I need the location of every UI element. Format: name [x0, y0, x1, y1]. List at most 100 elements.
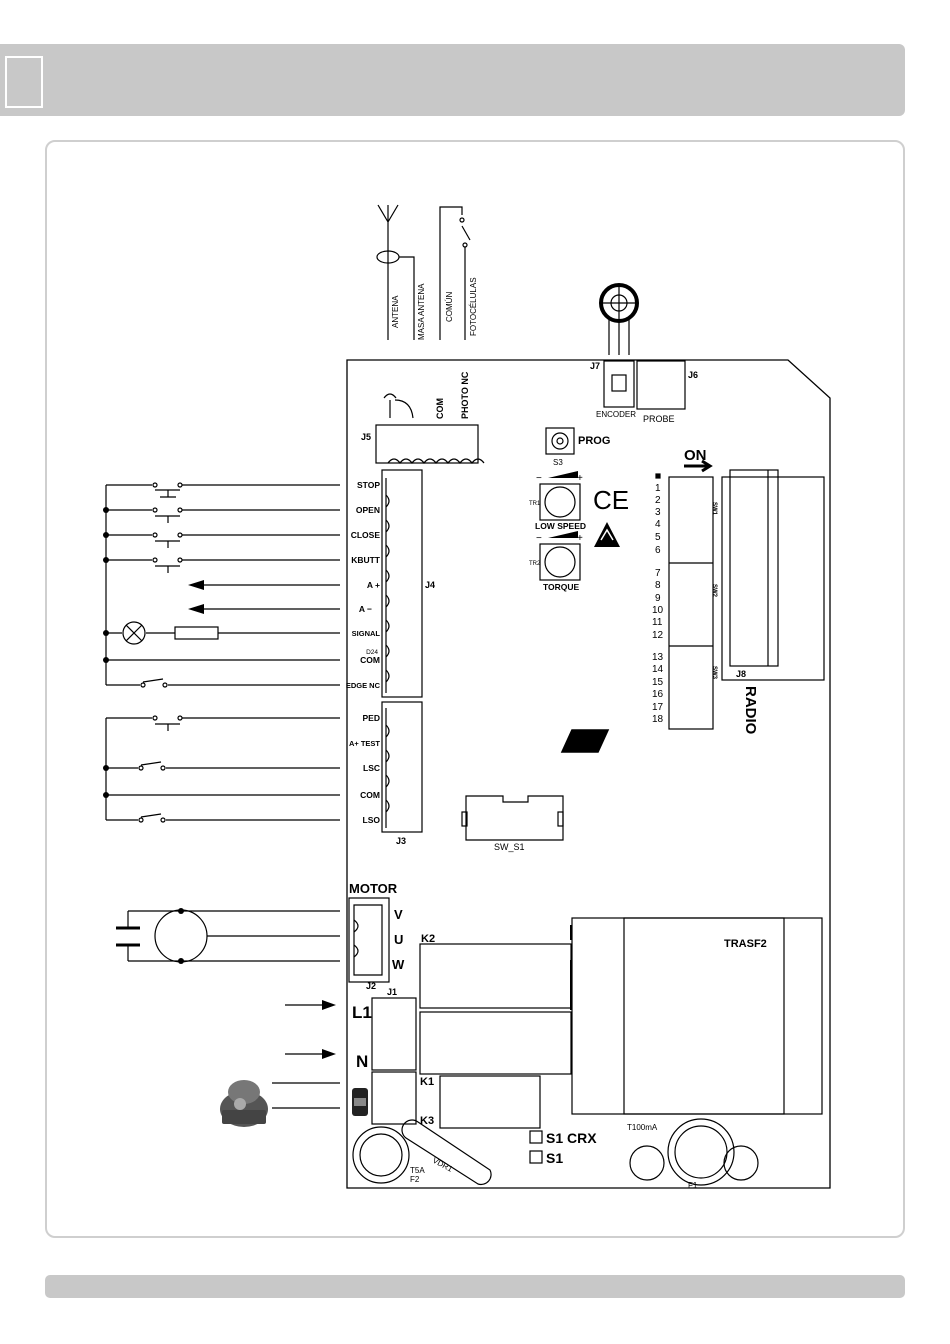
vdr1-label: VDR1 [431, 1156, 455, 1174]
dip-num: 8 [655, 580, 661, 591]
tr1-label: TR1 [529, 501, 541, 507]
sw2-label: SW2 [711, 584, 717, 598]
fuse-t100-label: T100mA [627, 1123, 658, 1132]
motor-w: W [392, 957, 405, 972]
dip-num: 6 [655, 545, 661, 556]
pcb-outline [346, 359, 831, 1189]
wire-label-masa-antena: MASA ANTENA [417, 283, 426, 340]
relay-k2-label: K2 [421, 933, 435, 945]
transformer-label: TRASF2 [724, 938, 767, 950]
terminal-lsc: LSC [363, 763, 380, 773]
fuse-f1 [629, 1118, 759, 1186]
j5-com-label: COM [435, 398, 445, 419]
dip-num: 14 [652, 664, 664, 675]
dip-num: 4 [655, 519, 661, 530]
tr2-label: TR2 [529, 561, 541, 567]
terminal-close: CLOSE [351, 530, 381, 540]
tr2-minus: − [536, 533, 542, 544]
j3-terminal-block [381, 701, 423, 833]
motor-title: MOTOR [349, 881, 398, 896]
j1-label: J1 [387, 987, 397, 997]
dip-num: 9 [655, 593, 661, 604]
power-l1: L1 [352, 1003, 372, 1022]
j7-connector [603, 360, 635, 408]
j1-connector [371, 997, 417, 1125]
j6-label: J6 [688, 370, 698, 380]
j5-photo-label: PHOTO NC [460, 371, 470, 419]
rib-logo [560, 729, 610, 753]
flashing-lamp [220, 1080, 268, 1127]
j4-input-wiring [105, 482, 340, 688]
relay-k1 [439, 1075, 541, 1129]
dip-num: 11 [652, 617, 663, 628]
prog-label: PROG [578, 435, 610, 447]
terminal-screw [352, 1088, 368, 1116]
sw-s1-label: SW_S1 [494, 842, 525, 852]
antenna-symbol [376, 204, 415, 340]
power-n: N [356, 1052, 368, 1071]
j3-input-wiring [105, 715, 340, 823]
terminal-lso: LSO [363, 815, 381, 825]
motor-symbol [116, 909, 340, 963]
j3-label: J3 [396, 836, 406, 846]
sw3-label: SW3 [711, 666, 717, 680]
dip-num: 17 [652, 702, 664, 713]
wire-label-antena: ANTENA [391, 295, 400, 328]
encoder-label: ENCODER [596, 410, 636, 419]
power-input-arrows [285, 1004, 328, 1055]
terminal-a-minus: A − [359, 604, 372, 614]
checkbox-s1 [529, 1150, 543, 1164]
trimmer-tr1 [539, 483, 581, 521]
on-arrow [684, 459, 713, 473]
dip-num: 7 [655, 568, 661, 579]
prog-id: S3 [553, 458, 563, 467]
relay-k2 [419, 943, 572, 1009]
torque-label: TORQUE [543, 582, 580, 592]
dip-num: 1 [655, 483, 661, 494]
dip-num: 16 [652, 689, 664, 700]
fuse-f2 [352, 1126, 410, 1184]
ce-mark: CE [593, 485, 629, 515]
radio-label: RADIO [742, 686, 759, 735]
encoder-disc [599, 283, 639, 355]
terminal-stop: STOP [357, 480, 380, 490]
diagram-panel [45, 140, 905, 1238]
tr2-plus: + [577, 533, 583, 544]
wire-label-comun: COMÚN [445, 292, 454, 322]
radio-socket-j8 [721, 469, 825, 681]
j4-label: J4 [425, 580, 435, 590]
motor-connector-j2 [348, 897, 390, 983]
dip-num: 12 [652, 630, 664, 641]
wire-label-fotocelulas: FOTOCÉLULAS [469, 277, 478, 336]
lamp-wires [272, 1082, 340, 1109]
footer-bar [45, 1275, 905, 1298]
dip-num: 15 [652, 677, 664, 688]
j6-probe [636, 360, 686, 410]
header-bar [0, 44, 905, 116]
low-speed-label: LOW SPEED [535, 521, 586, 531]
model-s1: S1 [546, 1150, 563, 1166]
j8-label: J8 [736, 669, 746, 679]
motor-u: U [394, 932, 403, 947]
dip-switch-bank [655, 473, 714, 730]
j5-connector [375, 393, 485, 464]
sw1-label: SW1 [711, 502, 717, 516]
terminal-edge-nc: EDGE NC [346, 681, 381, 690]
j4-terminal-block [381, 469, 423, 698]
dip-numbers: 1 2 3 4 5 6 7 8 9 10 11 12 13 14 15 16 1… [652, 483, 664, 725]
j5-label: J5 [361, 432, 371, 442]
dip-num: 13 [652, 652, 664, 663]
terminal-a-plus: A + [367, 580, 380, 590]
terminal-a-test: A+ TEST [349, 739, 380, 748]
photocell-contact [439, 206, 471, 340]
tr1-plus: + [577, 473, 583, 484]
sw-s1-socket [461, 795, 564, 841]
on-label: ON [684, 447, 707, 464]
terminal-com: COM [360, 655, 380, 665]
j7-label: J7 [590, 361, 600, 371]
probe-label: PROBE [643, 414, 675, 424]
motor-v: V [394, 907, 403, 922]
relay-k3-label: K3 [420, 1115, 434, 1127]
trimmer-tr2 [539, 543, 581, 581]
